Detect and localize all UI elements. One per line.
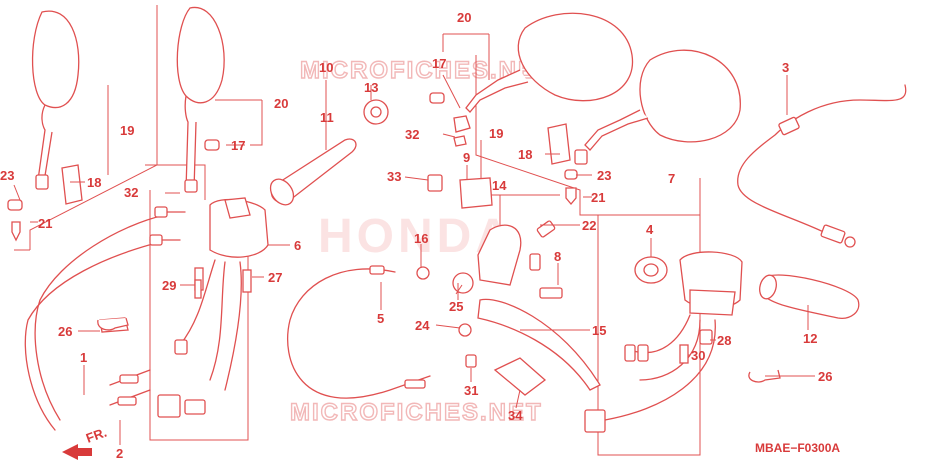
label-26b: 26 (818, 369, 832, 384)
label-25: 25 (449, 299, 463, 314)
label-30: 30 (691, 348, 705, 363)
label-19b: 19 (489, 126, 503, 141)
label-23a: 23 (0, 168, 14, 183)
label-26a: 26 (58, 324, 72, 339)
label-7: 7 (668, 171, 675, 186)
label-20b: 20 (274, 96, 288, 111)
label-18a: 18 (87, 175, 101, 190)
label-18b: 18 (518, 147, 532, 162)
right-switch-housing (584, 251, 743, 433)
front-label: FR. (84, 425, 109, 446)
mirror-left-inner (176, 6, 225, 193)
mirror-right-lower (547, 49, 741, 206)
label-32a: 32 (405, 127, 419, 142)
label-5: 5 (377, 311, 384, 326)
label-3: 3 (782, 60, 789, 75)
label-16: 16 (414, 231, 428, 246)
label-15: 15 (592, 323, 606, 338)
watermark-bottom: MICROFICHES.NET (290, 399, 543, 426)
label-6: 6 (294, 238, 301, 253)
label-23b: 23 (597, 168, 611, 183)
diagram-code: MBAE−F0300A (755, 441, 840, 455)
label-21b: 21 (591, 190, 605, 205)
label-28: 28 (717, 333, 731, 348)
label-8: 8 (554, 249, 561, 264)
label-27: 27 (268, 270, 282, 285)
label-17a: 17 (432, 56, 446, 71)
throttle-grip-assembly (269, 99, 389, 206)
label-11: 11 (320, 110, 334, 125)
label-13: 13 (364, 80, 378, 95)
label-20a: 20 (457, 10, 471, 25)
label-17b: 17 (231, 138, 245, 153)
right-grip (759, 274, 860, 319)
label-24: 24 (415, 318, 430, 333)
label-9: 9 (463, 150, 470, 165)
cable-center (287, 265, 431, 399)
label-12: 12 (803, 331, 817, 346)
cable-right (737, 84, 907, 248)
label-19a: 19 (120, 123, 134, 138)
label-2: 2 (116, 446, 123, 461)
label-32b: 32 (124, 185, 138, 200)
label-14: 14 (492, 178, 507, 193)
left-switch-housing (157, 197, 269, 418)
mirror-left-outer (7, 10, 83, 242)
mirror-right-upper (429, 12, 634, 147)
label-33: 33 (387, 169, 401, 184)
front-direction-arrow: FR. (62, 425, 109, 460)
label-10: 10 (319, 60, 333, 75)
label-22: 22 (582, 218, 596, 233)
label-34: 34 (508, 408, 523, 423)
label-21a: 21 (38, 216, 52, 231)
label-1: 1 (80, 350, 87, 365)
label-29: 29 (162, 278, 176, 293)
clamps (97, 279, 781, 383)
label-4: 4 (646, 222, 654, 237)
label-31: 31 (464, 383, 478, 398)
part-labels: 1 2 3 4 5 6 7 8 9 10 11 12 13 14 15 16 1… (0, 10, 832, 461)
lever-assembly (427, 174, 601, 396)
leader-lines (13, 74, 815, 445)
